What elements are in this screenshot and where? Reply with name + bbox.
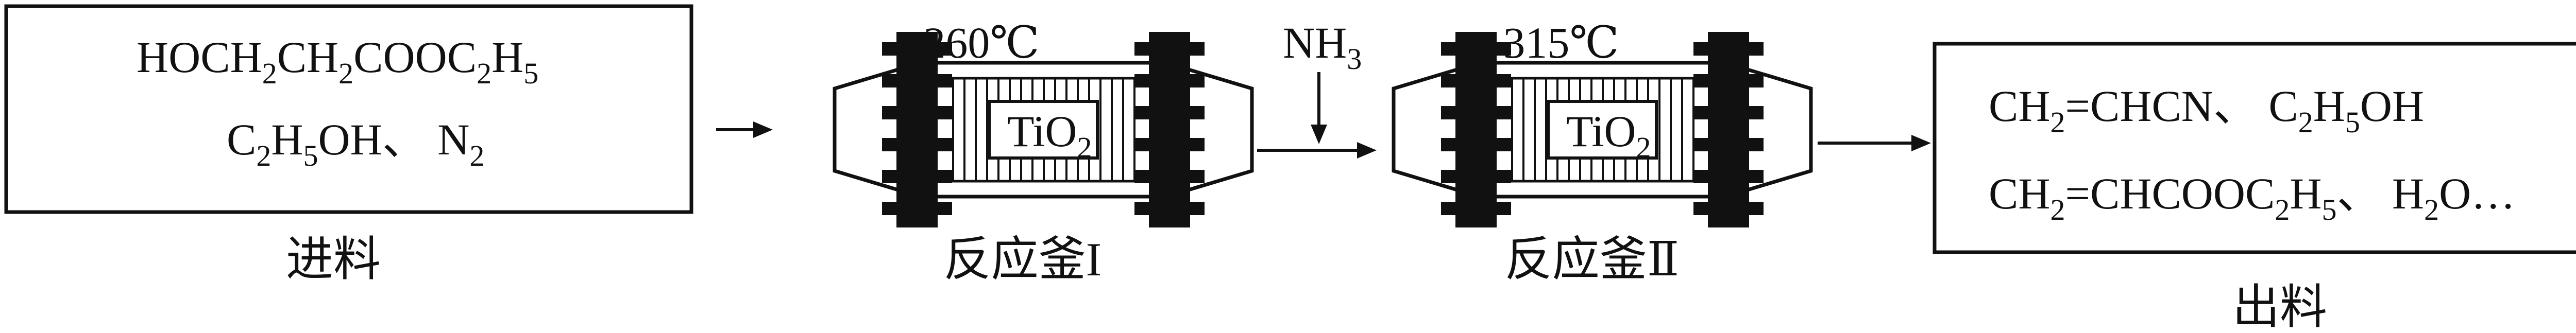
reactor2-right-flange-bolt — [1693, 138, 1764, 151]
reactor1-left-flange-bolt — [882, 170, 952, 183]
reactor1-right-flange-bolt — [1134, 170, 1205, 183]
reactor1-right-flange — [1149, 32, 1190, 227]
reactor1-left-flange-bolt — [882, 138, 952, 151]
reactor-1: TiO2 — [833, 32, 1254, 227]
product-formula-line1: CH2=CHCN、 C2H5OH — [1989, 81, 2424, 139]
reactor1-left-flange — [896, 32, 938, 227]
reactor1-catalyst-label: TiO2 — [1007, 107, 1092, 164]
reactor2-catalyst-label: TiO2 — [1566, 107, 1651, 164]
feed-formula-line2: C2H5OH、 N2 — [227, 115, 484, 172]
reactor2-right-flange-bolt — [1693, 74, 1764, 87]
reactor2-left-flange — [1455, 32, 1497, 227]
reactor1-left-flange-bolt — [882, 106, 952, 119]
reactor2-right-flange-bolt — [1693, 170, 1764, 183]
reactor-2: TiO2 — [1392, 32, 1813, 227]
reactor2-label: 反应釜Ⅱ — [1505, 233, 1680, 286]
arrow-reactor2-to-product — [1818, 135, 1931, 151]
reactor2-right-flange-bolt — [1693, 106, 1764, 119]
reactor2-left-flange-bolt — [1441, 170, 1511, 183]
product-formula-line2: CH2=CHCOOC2H5、 H2O… — [1989, 169, 2515, 226]
ammonia-inlet-arrow — [1311, 72, 1327, 144]
feed-box: HOCH2CH2COOC2H5 C2H5OH、 N2 — [4, 4, 693, 214]
feed-label: 进料 — [286, 233, 381, 286]
reactor2-left-flange-bolt — [1441, 106, 1511, 119]
product-label: 出料 — [2232, 281, 2327, 333]
reactor1-left-flange-bolt — [882, 42, 952, 56]
reactor2-right-flange — [1708, 32, 1749, 227]
reactor2-left-flange-bolt — [1441, 202, 1511, 215]
reactor2-temperature: 315℃ — [1503, 18, 1619, 67]
arrow-reactor1-to-reactor2 — [1257, 142, 1377, 159]
reactor2-left-flange-bolt — [1441, 42, 1511, 56]
reactor1-temperature: 260℃ — [923, 18, 1039, 67]
reactor1-right-flange-bolt — [1134, 138, 1205, 151]
reactor2-left-flange-bolt — [1441, 74, 1511, 87]
reactor1-right-flange-bolt — [1134, 42, 1205, 56]
reactor1-label: 反应釜I — [944, 233, 1102, 286]
reactor2-catalyst-box — [1547, 100, 1658, 160]
reactor2-left-flange-bolt — [1441, 138, 1511, 151]
reactor1-left-flange-bolt — [882, 74, 952, 87]
reactor1-right-flange-bolt — [1134, 106, 1205, 119]
reactor2-right-flange-bolt — [1693, 42, 1764, 56]
product-box: CH2=CHCN、 C2H5OH CH2=CHCOOC2H5、 H2O… — [1933, 42, 2576, 254]
reactor1-left-flange-bolt — [882, 202, 952, 215]
reactor1-right-flange-bolt — [1134, 202, 1205, 215]
reactor2-right-flange-bolt — [1693, 202, 1764, 215]
reactor1-catalyst-box — [988, 100, 1099, 160]
reactor1-right-flange-bolt — [1134, 74, 1205, 87]
feed-formula-line1: HOCH2CH2COOC2H5 — [137, 32, 538, 90]
arrow-feed-to-reactor1 — [716, 121, 773, 138]
ammonia-reagent-label: NH3 — [1283, 18, 1362, 76]
